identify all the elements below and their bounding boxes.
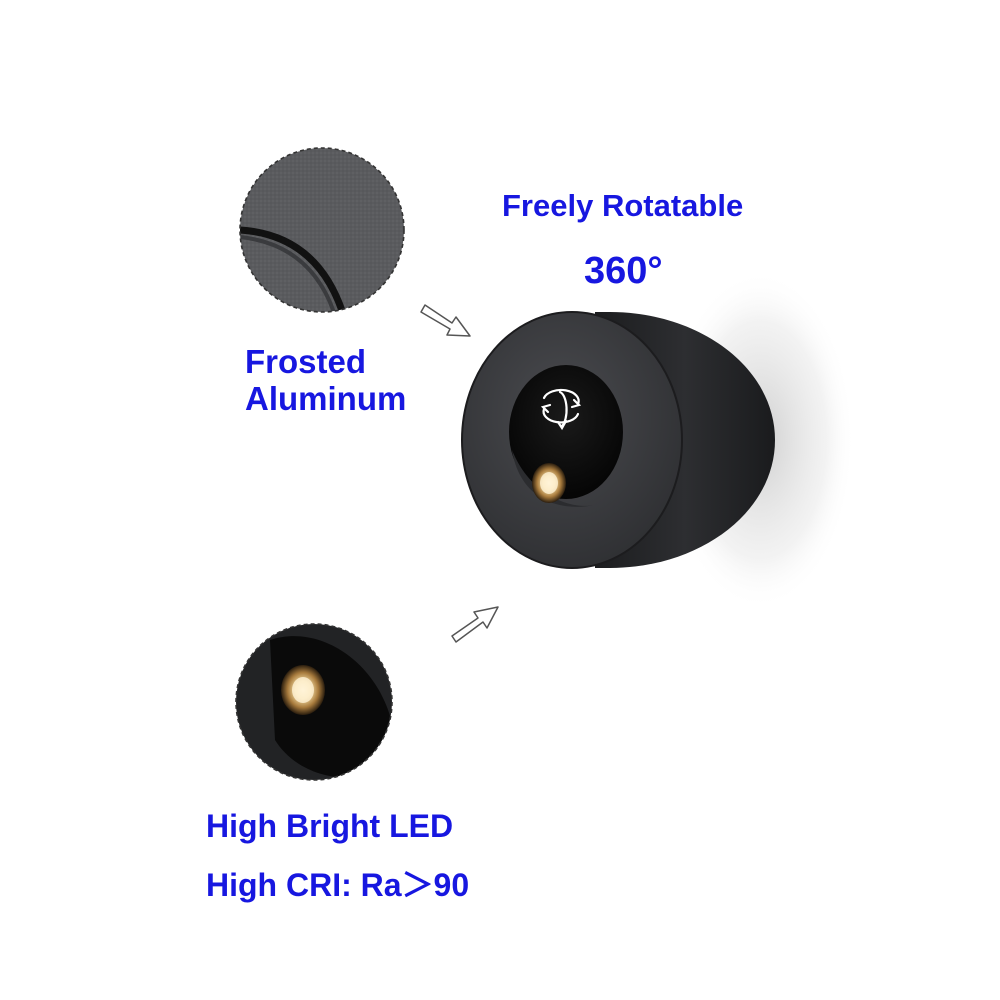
lamp [461, 311, 775, 569]
led-label: High Bright LED [206, 808, 454, 844]
lamp-opening [509, 365, 623, 499]
arrow-icon [451, 606, 499, 643]
rotate-360-icon [540, 388, 582, 431]
material-line-1: Frosted [245, 343, 367, 380]
zoom-frosted-aluminum [240, 148, 404, 312]
rotation-degrees: 360° [584, 250, 663, 292]
zoom-led [236, 624, 392, 780]
feature-title: Freely Rotatable [502, 188, 744, 223]
arrow-icon [420, 304, 471, 337]
material-line-2: Aluminum [245, 380, 407, 417]
cri-label: High CRI: Ra＞90 [206, 867, 470, 903]
material-label: Frosted Aluminum [245, 343, 406, 417]
